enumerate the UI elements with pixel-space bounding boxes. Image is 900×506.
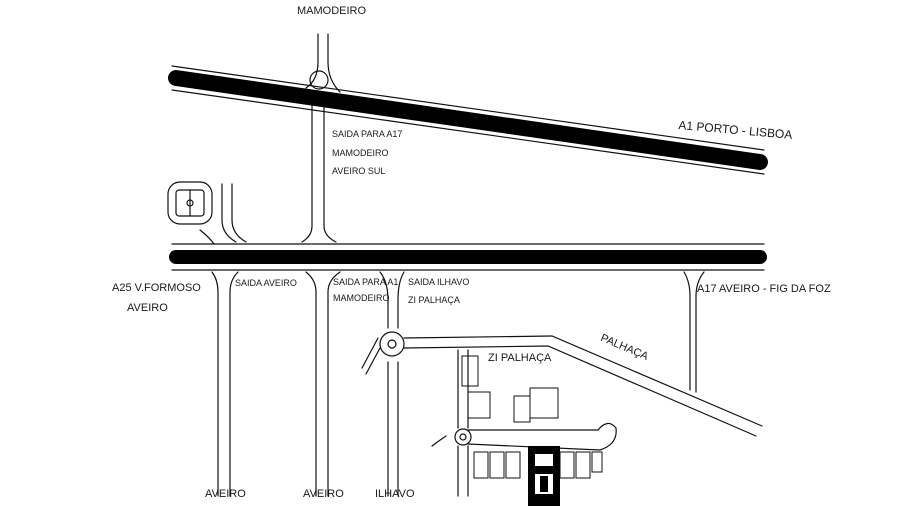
a1-bottom-edge	[171, 89, 765, 175]
label-exit-saida-aveiro: SAIDA AVEIRO	[235, 278, 297, 288]
label-a17: A17 AVEIRO - FIG DA FOZ	[697, 283, 831, 295]
road-aveiro-left-edge-2	[229, 271, 239, 497]
road-stadium-ramp	[199, 229, 215, 245]
road-palhaca-bottom-edge	[403, 345, 757, 437]
label-exit-a1-line1: SAIDA PARA A1	[333, 277, 399, 287]
roundabout-ilhavo-center	[387, 339, 397, 349]
roundabout-zi	[454, 428, 472, 446]
road-mamodeiro-right-edge	[327, 33, 341, 93]
road-palhaca-top-edge	[403, 335, 763, 427]
road-roundabout-west-1	[361, 337, 379, 369]
road-ilhavo-upper-edge-1	[379, 271, 389, 329]
zi-buildings	[461, 355, 603, 479]
label-aveiro-left: AVEIRO	[205, 488, 246, 500]
label-a25-line1: A25 V.FORMOSO	[112, 282, 201, 294]
road-aveiro-left-edge-1	[211, 271, 219, 497]
label-exit-ilhavo-line2: ZI PALHAÇA	[408, 295, 460, 305]
road-connector-right-edge	[323, 105, 337, 243]
roundabout-ilhavo	[379, 331, 405, 357]
road-aveiro-mid-edge-2	[327, 271, 341, 497]
zi-main-street	[467, 422, 617, 451]
road-ilhavo-upper-edge-2	[397, 271, 405, 329]
road-aveiro-mid-edge-1	[305, 271, 317, 497]
stadium-icon	[167, 181, 213, 225]
label-ilhavo: ILHAVO	[375, 488, 415, 500]
a1-top-edge	[171, 65, 765, 151]
road-a17-edge-1	[683, 271, 691, 391]
label-exit-a17-line3: AVEIRO SUL	[332, 166, 386, 176]
label-aveiro-mid: AVEIRO	[303, 488, 344, 500]
roundabout-mamodeiro	[309, 70, 329, 90]
car-location-icon	[528, 446, 560, 506]
label-exit-a17-line1: SAIDA PARA A17	[332, 129, 403, 139]
label-mamodeiro-top: MAMODEIRO	[297, 5, 367, 17]
road-a17-edge-2	[695, 271, 705, 393]
road-stadium-edge-1	[221, 183, 237, 243]
label-exit-a1-line2: MAMODEIRO	[333, 293, 390, 303]
label-zi-palhaca: ZI PALHAÇA	[488, 352, 552, 364]
road-mamodeiro-left-edge	[305, 33, 319, 89]
label-exit-a17-line2: MAMODEIRO	[332, 148, 389, 158]
label-exit-ilhavo-line1: SAIDA ILHAVO	[408, 277, 470, 287]
road-roundabout-west-2	[365, 347, 381, 375]
highway-a1	[168, 70, 768, 170]
roundabout-zi-center	[459, 433, 467, 441]
label-a25-line2: AVEIRO	[127, 302, 168, 314]
road-stadium-edge-2	[231, 183, 247, 243]
zi-street-west	[431, 435, 447, 447]
road-connector-left-edge	[301, 103, 313, 243]
